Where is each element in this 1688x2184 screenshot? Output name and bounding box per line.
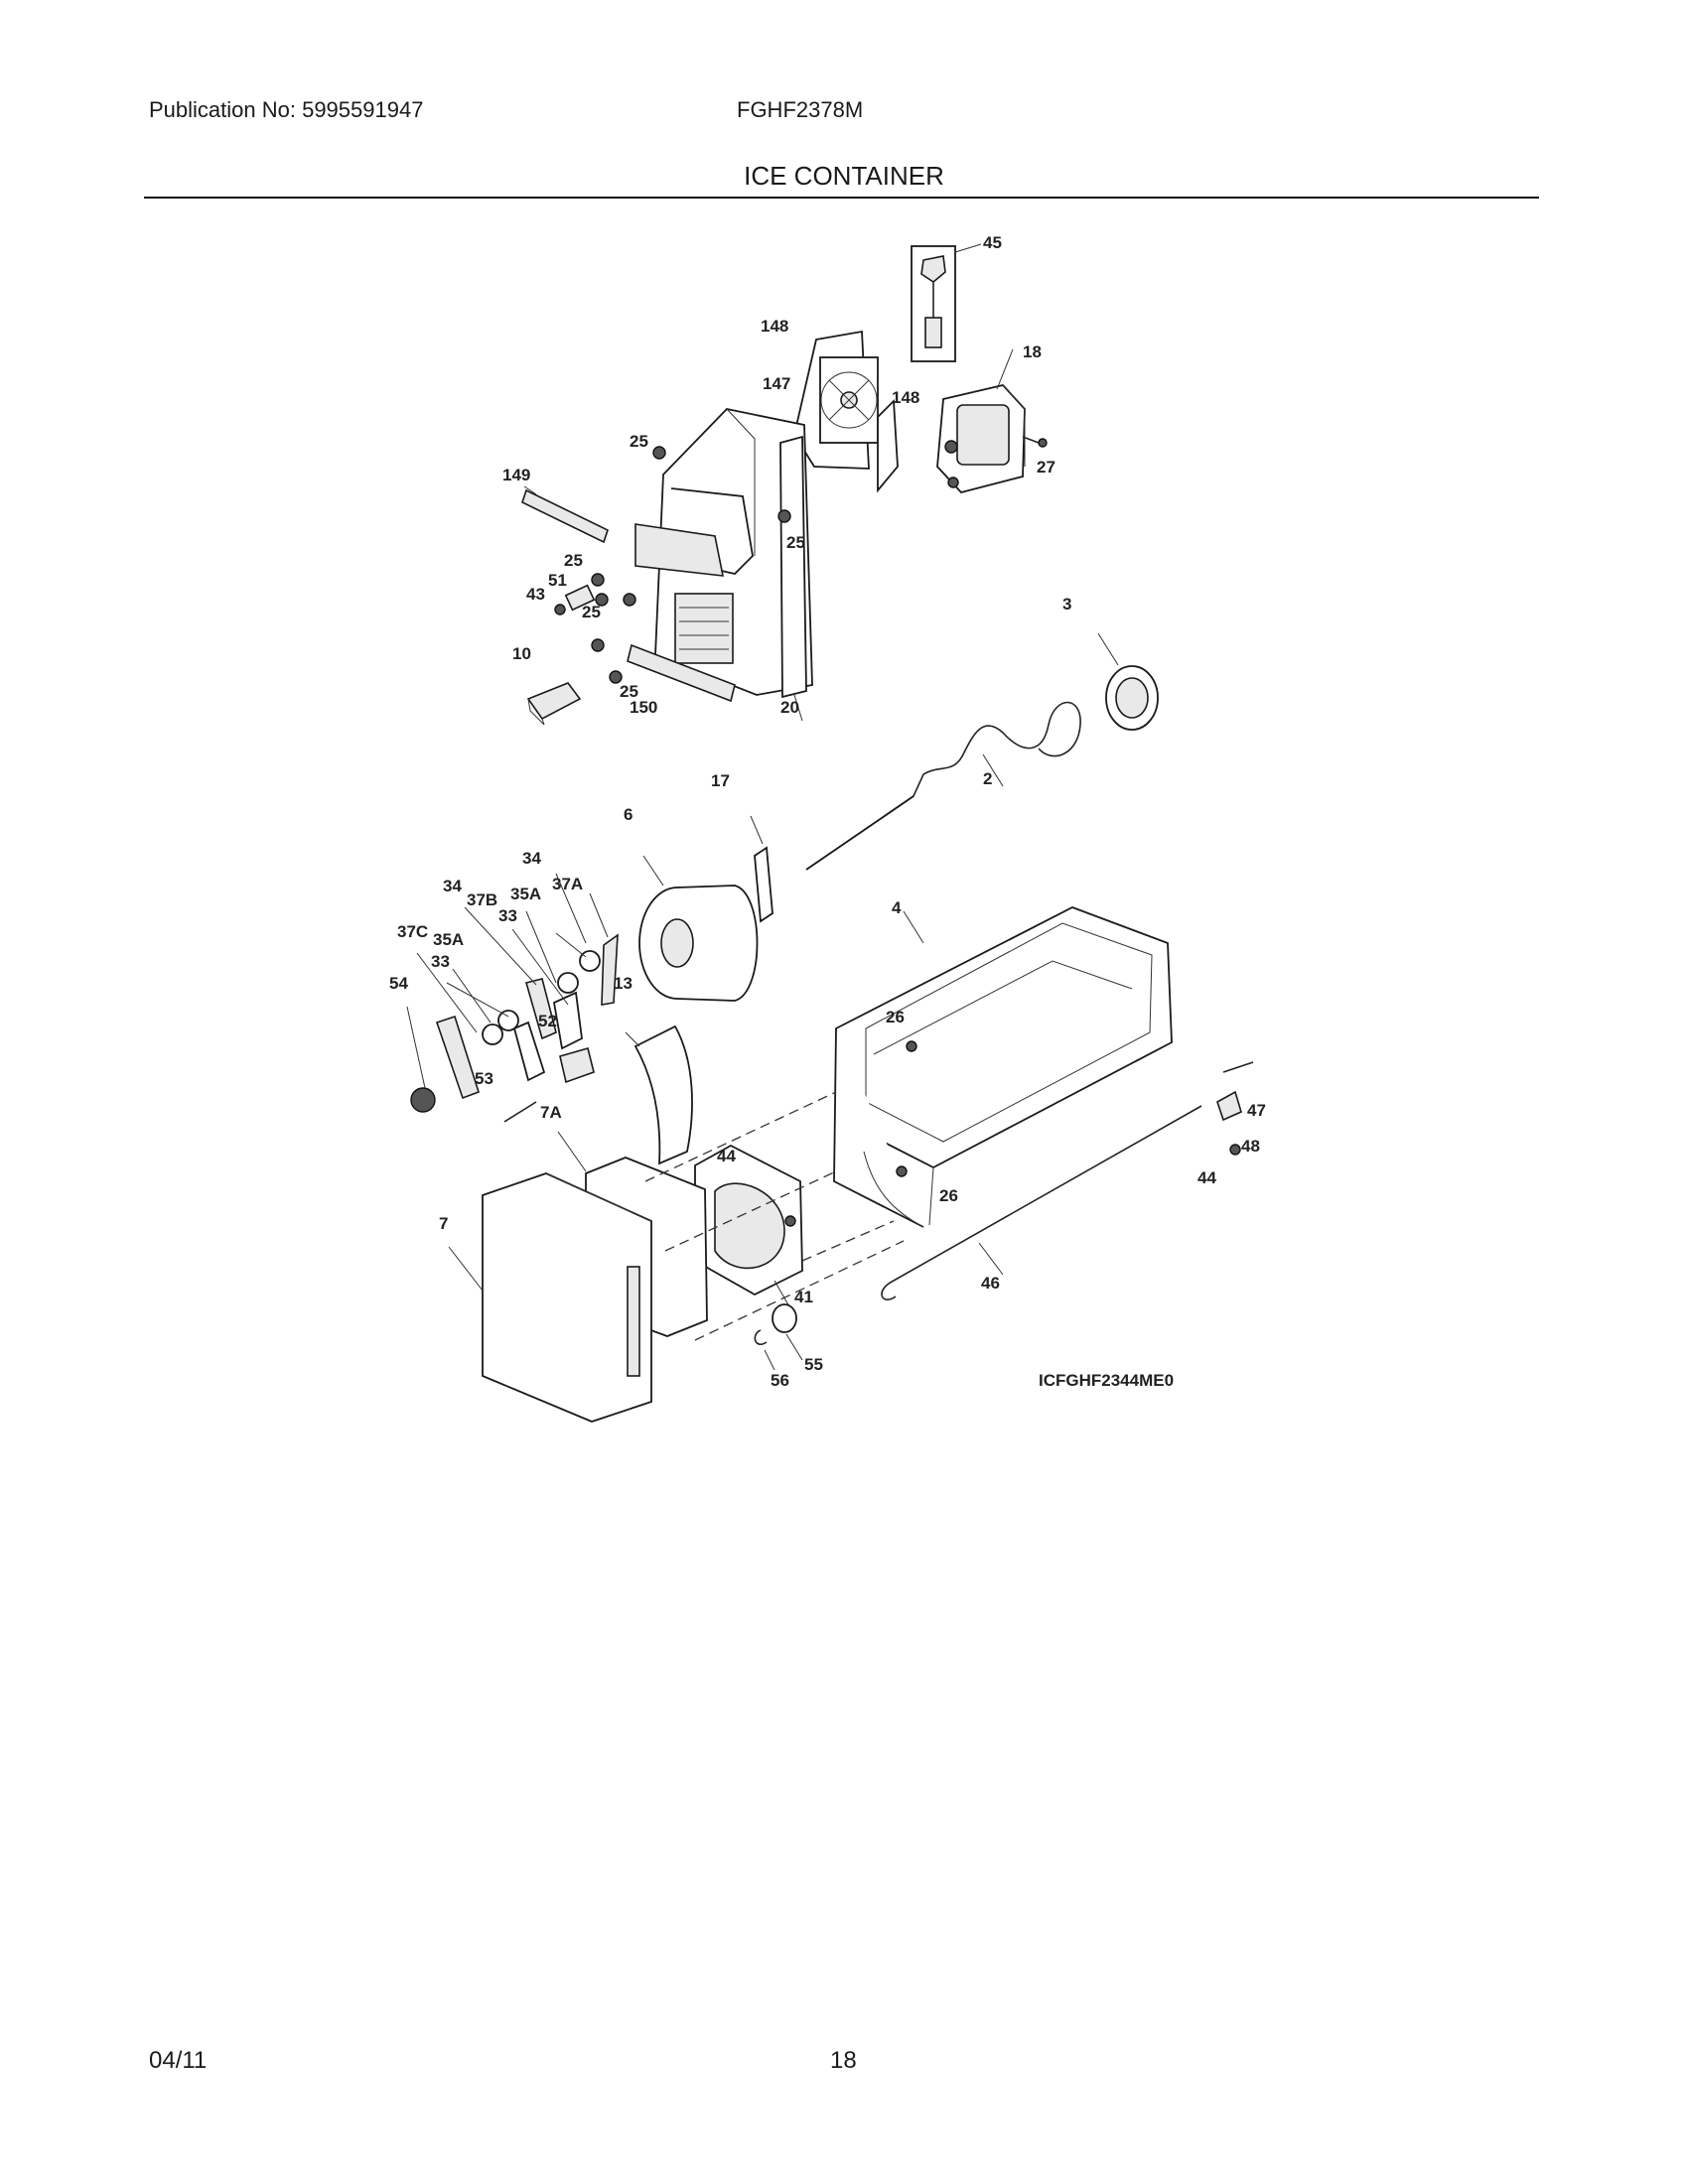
callout-149: 149: [502, 466, 530, 484]
callout-25-c: 25: [564, 551, 583, 570]
callout-7a: 7A: [540, 1103, 562, 1122]
callout-26-b: 26: [939, 1186, 958, 1205]
callout-41: 41: [794, 1288, 813, 1306]
callout-34-a: 34: [522, 849, 541, 868]
callout-27: 27: [1037, 458, 1055, 477]
blade-assembly: [406, 873, 619, 1113]
callout-33-a: 33: [498, 906, 517, 925]
part-20-auger-housing: [634, 408, 813, 722]
diagram-code: ICFGHF2344ME0: [1039, 1371, 1174, 1390]
callout-43: 43: [526, 585, 545, 604]
page-title: ICE CONTAINER: [744, 161, 944, 191]
callout-54: 54: [389, 974, 408, 993]
publication-number: Publication No: 5995591947: [149, 97, 424, 122]
callout-53: 53: [475, 1069, 493, 1088]
callout-20: 20: [780, 698, 799, 717]
part-52-block: [503, 1047, 595, 1123]
callout-45: 45: [983, 233, 1002, 252]
part-150-strip: [627, 643, 736, 703]
callout-25-d: 25: [582, 603, 601, 621]
assembly-dashed-lines: [644, 1091, 905, 1341]
callout-7: 7: [439, 1214, 448, 1233]
callout-52: 52: [538, 1012, 557, 1030]
model-number: FGHF2378M: [737, 97, 864, 122]
callout-37b: 37B: [467, 890, 497, 909]
part-149-foam-strip: [521, 485, 609, 544]
callout-13: 13: [614, 974, 633, 993]
callout-48: 48: [1241, 1137, 1260, 1156]
callout-46: 46: [981, 1274, 1000, 1293]
callout-3: 3: [1062, 595, 1071, 614]
callout-150: 150: [630, 698, 657, 717]
part-7-front-door: [448, 1172, 652, 1423]
callout-33-b: 33: [431, 952, 450, 971]
callout-2: 2: [983, 769, 992, 788]
callout-55: 55: [804, 1355, 823, 1374]
callout-6: 6: [624, 805, 633, 824]
rings-55-56: [754, 1303, 803, 1371]
part-10-cover: [526, 682, 582, 726]
part-45-thermistor: [911, 243, 982, 362]
callout-labels: 45 148 18 147 148 25 27 149 25 25 51 43 …: [389, 233, 1266, 1390]
footer-date: 04/11: [149, 2047, 208, 2074]
callout-35a-a: 35A: [510, 885, 541, 903]
callout-26-a: 26: [886, 1008, 905, 1026]
part-6-drum: [638, 855, 759, 1002]
callout-47: 47: [1247, 1101, 1266, 1120]
part-51-switch: [554, 584, 636, 615]
part-2-auger: [805, 701, 1081, 871]
part-13-deflector: [625, 1024, 693, 1165]
title-rule: [144, 197, 1539, 199]
callout-18: 18: [1023, 342, 1042, 361]
callout-51: 51: [548, 571, 567, 590]
part-148-fan-bracket: [793, 330, 899, 493]
callout-25-a: 25: [630, 432, 648, 451]
part-3-bearing: [1097, 632, 1159, 731]
page-number: 18: [830, 2047, 857, 2074]
part-18-motor: [936, 348, 1048, 494]
callout-25-e: 25: [620, 682, 638, 701]
callout-148b: 148: [892, 388, 919, 407]
callout-34-b: 34: [443, 877, 462, 895]
callout-35a-b: 35A: [433, 930, 464, 949]
callout-147: 147: [763, 374, 790, 393]
part-17-bar: [750, 815, 774, 923]
callout-56: 56: [771, 1371, 789, 1390]
callout-25-b: 25: [786, 533, 805, 552]
part-41-auger-cover: [694, 1144, 803, 1309]
callout-148: 148: [761, 317, 788, 336]
screws-25: [591, 446, 791, 684]
callout-44-b: 44: [1197, 1168, 1216, 1187]
callout-4: 4: [892, 898, 902, 917]
callout-17: 17: [711, 771, 730, 790]
callout-37c: 37C: [397, 922, 428, 941]
callout-10: 10: [512, 644, 531, 663]
part-4-ice-bucket: [833, 906, 1173, 1228]
part-46-rod: [881, 1061, 1254, 1300]
callout-37a: 37A: [552, 875, 583, 893]
callout-44-a: 44: [717, 1147, 736, 1165]
